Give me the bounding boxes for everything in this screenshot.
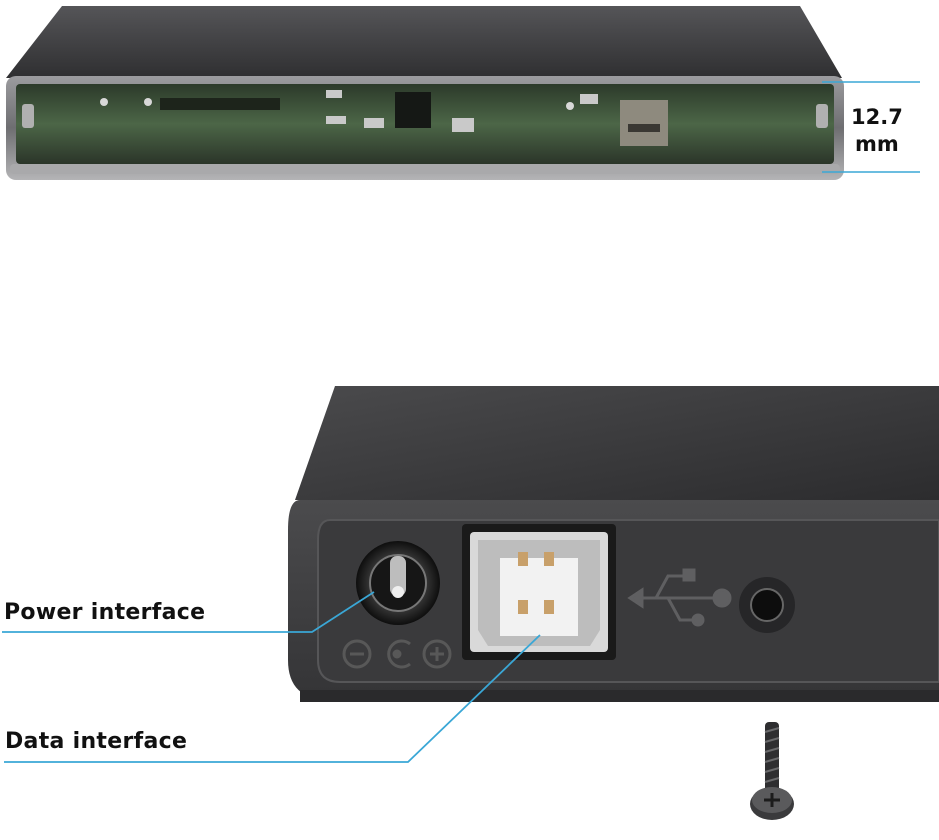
power-interface-label: Power interface bbox=[4, 600, 206, 625]
closeup-top-face bbox=[295, 386, 939, 500]
enclosure-rear-closeup bbox=[288, 386, 939, 702]
pcb-hole-mid bbox=[144, 98, 152, 106]
pcb-hole-right bbox=[566, 102, 574, 110]
pcb-components bbox=[326, 90, 598, 132]
usb-symbol-icon bbox=[627, 568, 732, 627]
dc-power-jack bbox=[356, 541, 440, 625]
pcb-connector bbox=[160, 98, 280, 110]
dc-polarity-icon bbox=[342, 639, 452, 669]
power-callout-line bbox=[2, 591, 375, 633]
closeup-bottom-edge bbox=[300, 690, 939, 702]
screw-hole bbox=[739, 577, 795, 633]
thickness-label: 12.7 mm bbox=[851, 104, 903, 158]
usb-b-port bbox=[462, 524, 616, 660]
thickness-dimension bbox=[822, 81, 920, 173]
thickness-value: 12.7 bbox=[851, 105, 903, 129]
data-interface-label: Data interface bbox=[5, 729, 188, 754]
usb-b-tongue bbox=[500, 558, 578, 636]
callout-lines bbox=[2, 591, 541, 763]
bracket-right bbox=[816, 104, 828, 128]
pcb-port-slot bbox=[628, 124, 660, 132]
pcb-hole-left bbox=[100, 98, 108, 106]
data-callout-line bbox=[4, 634, 541, 763]
screw-icon bbox=[750, 722, 794, 820]
enclosure-top-face bbox=[6, 6, 842, 78]
pcb-port bbox=[620, 100, 668, 146]
pcb-chip bbox=[395, 92, 431, 128]
bracket-left bbox=[22, 104, 34, 128]
enclosure-front-view bbox=[6, 6, 844, 180]
enclosure-bottom-lip bbox=[10, 164, 840, 174]
thickness-unit: mm bbox=[855, 132, 899, 156]
